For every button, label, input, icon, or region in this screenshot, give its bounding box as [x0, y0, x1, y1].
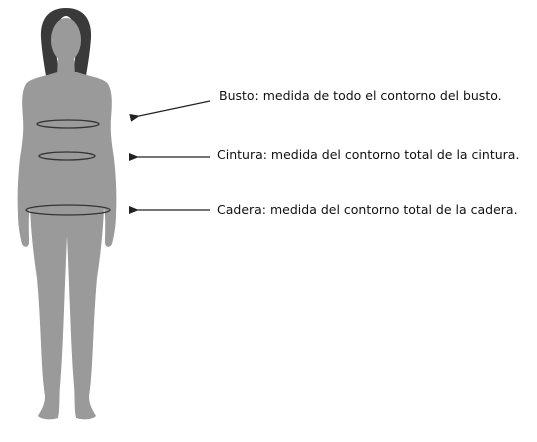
body [17, 72, 117, 420]
waist-measure-line [38, 151, 96, 161]
female-figure [17, 8, 117, 420]
waist-label: Cintura: medida del contorno total de la… [217, 147, 520, 162]
head [51, 18, 81, 62]
hip-label: Cadera: medida del contorno total de la … [217, 202, 518, 217]
pointer-arrows [129, 100, 211, 214]
bust-arrow [129, 100, 211, 122]
bust-label: Busto: medida de todo el contorno del bu… [219, 88, 502, 103]
measurement-lines [25, 119, 111, 216]
bust-measure-line [36, 119, 100, 129]
neck [57, 56, 75, 76]
hair [40, 8, 92, 76]
hip-measure-line [25, 204, 111, 216]
